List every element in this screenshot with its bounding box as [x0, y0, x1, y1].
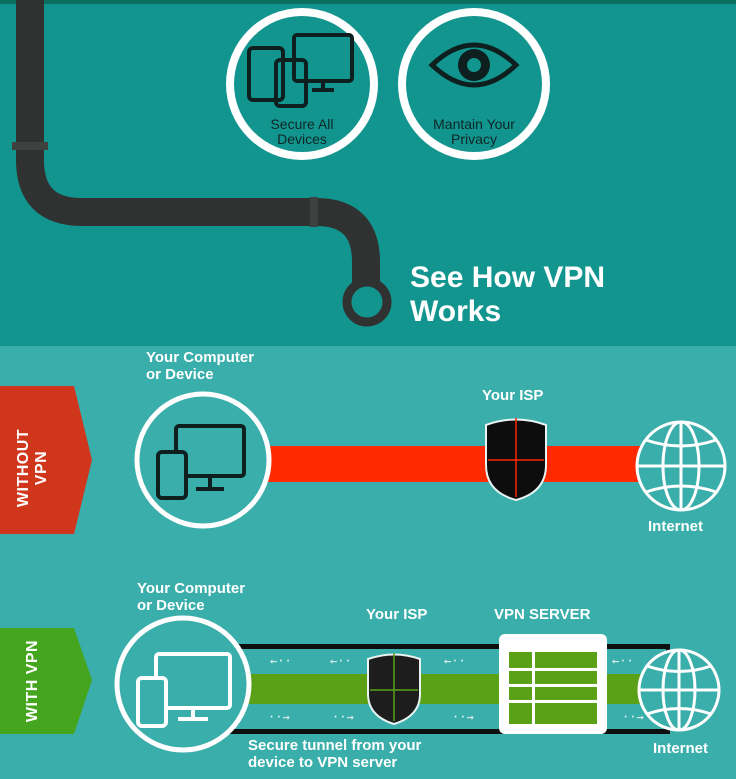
- unsecured-connection: [268, 446, 642, 482]
- vpn-server-label: VPN SERVER: [494, 606, 591, 623]
- svg-text:··→: ··→: [332, 710, 354, 724]
- globe-icon: [635, 420, 727, 512]
- without-internet-label: Internet: [648, 518, 704, 535]
- without-vpn-row: [0, 386, 727, 534]
- device-label-line-1: Your Computer: [137, 580, 246, 597]
- tunnel-arrows: ←·· ←·· ←·· ←·· ··→ ··→ ··→ ··→: [268, 654, 644, 724]
- with-vpn-tag-text: WITH VPN: [24, 639, 41, 723]
- devices-icon: [247, 33, 354, 108]
- svg-text:←··: ←··: [330, 654, 352, 668]
- isp-shield-icon: [485, 418, 547, 502]
- eye-icon: [428, 42, 520, 88]
- with-device-label: Your Computer or Device: [137, 580, 245, 614]
- without-isp-label: Your ISP: [482, 387, 544, 404]
- svg-text:←··: ←··: [444, 654, 466, 668]
- headline-line-1: See How VPN: [410, 261, 606, 294]
- svg-text:··→: ··→: [622, 710, 644, 724]
- devices-label-text: Secure All Devices: [270, 116, 334, 147]
- computer-icon: [156, 424, 246, 500]
- globe-icon: [637, 648, 721, 732]
- feature-privacy: [398, 8, 550, 160]
- device-label-line-2: or Device: [146, 366, 214, 383]
- tunnel-caption-line-1: Secure tunnel from your: [248, 737, 422, 754]
- svg-text:←··: ←··: [612, 654, 634, 668]
- pipe: [12, 0, 392, 327]
- with-vpn-row: ←·· ←·· ←·· ←·· ··→ ··→ ··→ ··→: [0, 615, 721, 753]
- without-vpn-tag: [0, 386, 92, 534]
- isp-shield-icon: [367, 653, 421, 726]
- svg-text:··→: ··→: [268, 710, 290, 724]
- with-vpn-tag: [0, 628, 92, 734]
- with-internet-label: Internet: [653, 740, 709, 757]
- without-device-label: Your Computer or Device: [146, 349, 254, 383]
- feature-privacy-label: Mantain Your Privacy: [419, 117, 529, 147]
- with-isp-label: Your ISP: [366, 606, 428, 623]
- privacy-label-text: Mantain Your Privacy: [433, 116, 515, 147]
- device-label-line-1: Your Computer: [146, 349, 255, 366]
- tunnel-caption-line-2: device to VPN server: [248, 754, 398, 771]
- feature-devices: [226, 8, 378, 160]
- tunnel-caption: Secure tunnel from your device to VPN se…: [248, 737, 421, 771]
- computer-icon: [136, 652, 232, 728]
- feature-devices-label: Secure All Devices: [252, 117, 352, 147]
- headline: See How VPN Works: [410, 261, 605, 329]
- pipe-outlet: [342, 277, 392, 327]
- svg-text:←··: ←··: [270, 654, 292, 668]
- without-vpn-tag-text: WITHOUT VPN: [15, 428, 50, 508]
- headline-line-2: Works: [410, 295, 502, 328]
- vpn-server-icon: [499, 634, 607, 734]
- svg-text:··→: ··→: [452, 710, 474, 724]
- device-label-line-2: or Device: [137, 597, 205, 614]
